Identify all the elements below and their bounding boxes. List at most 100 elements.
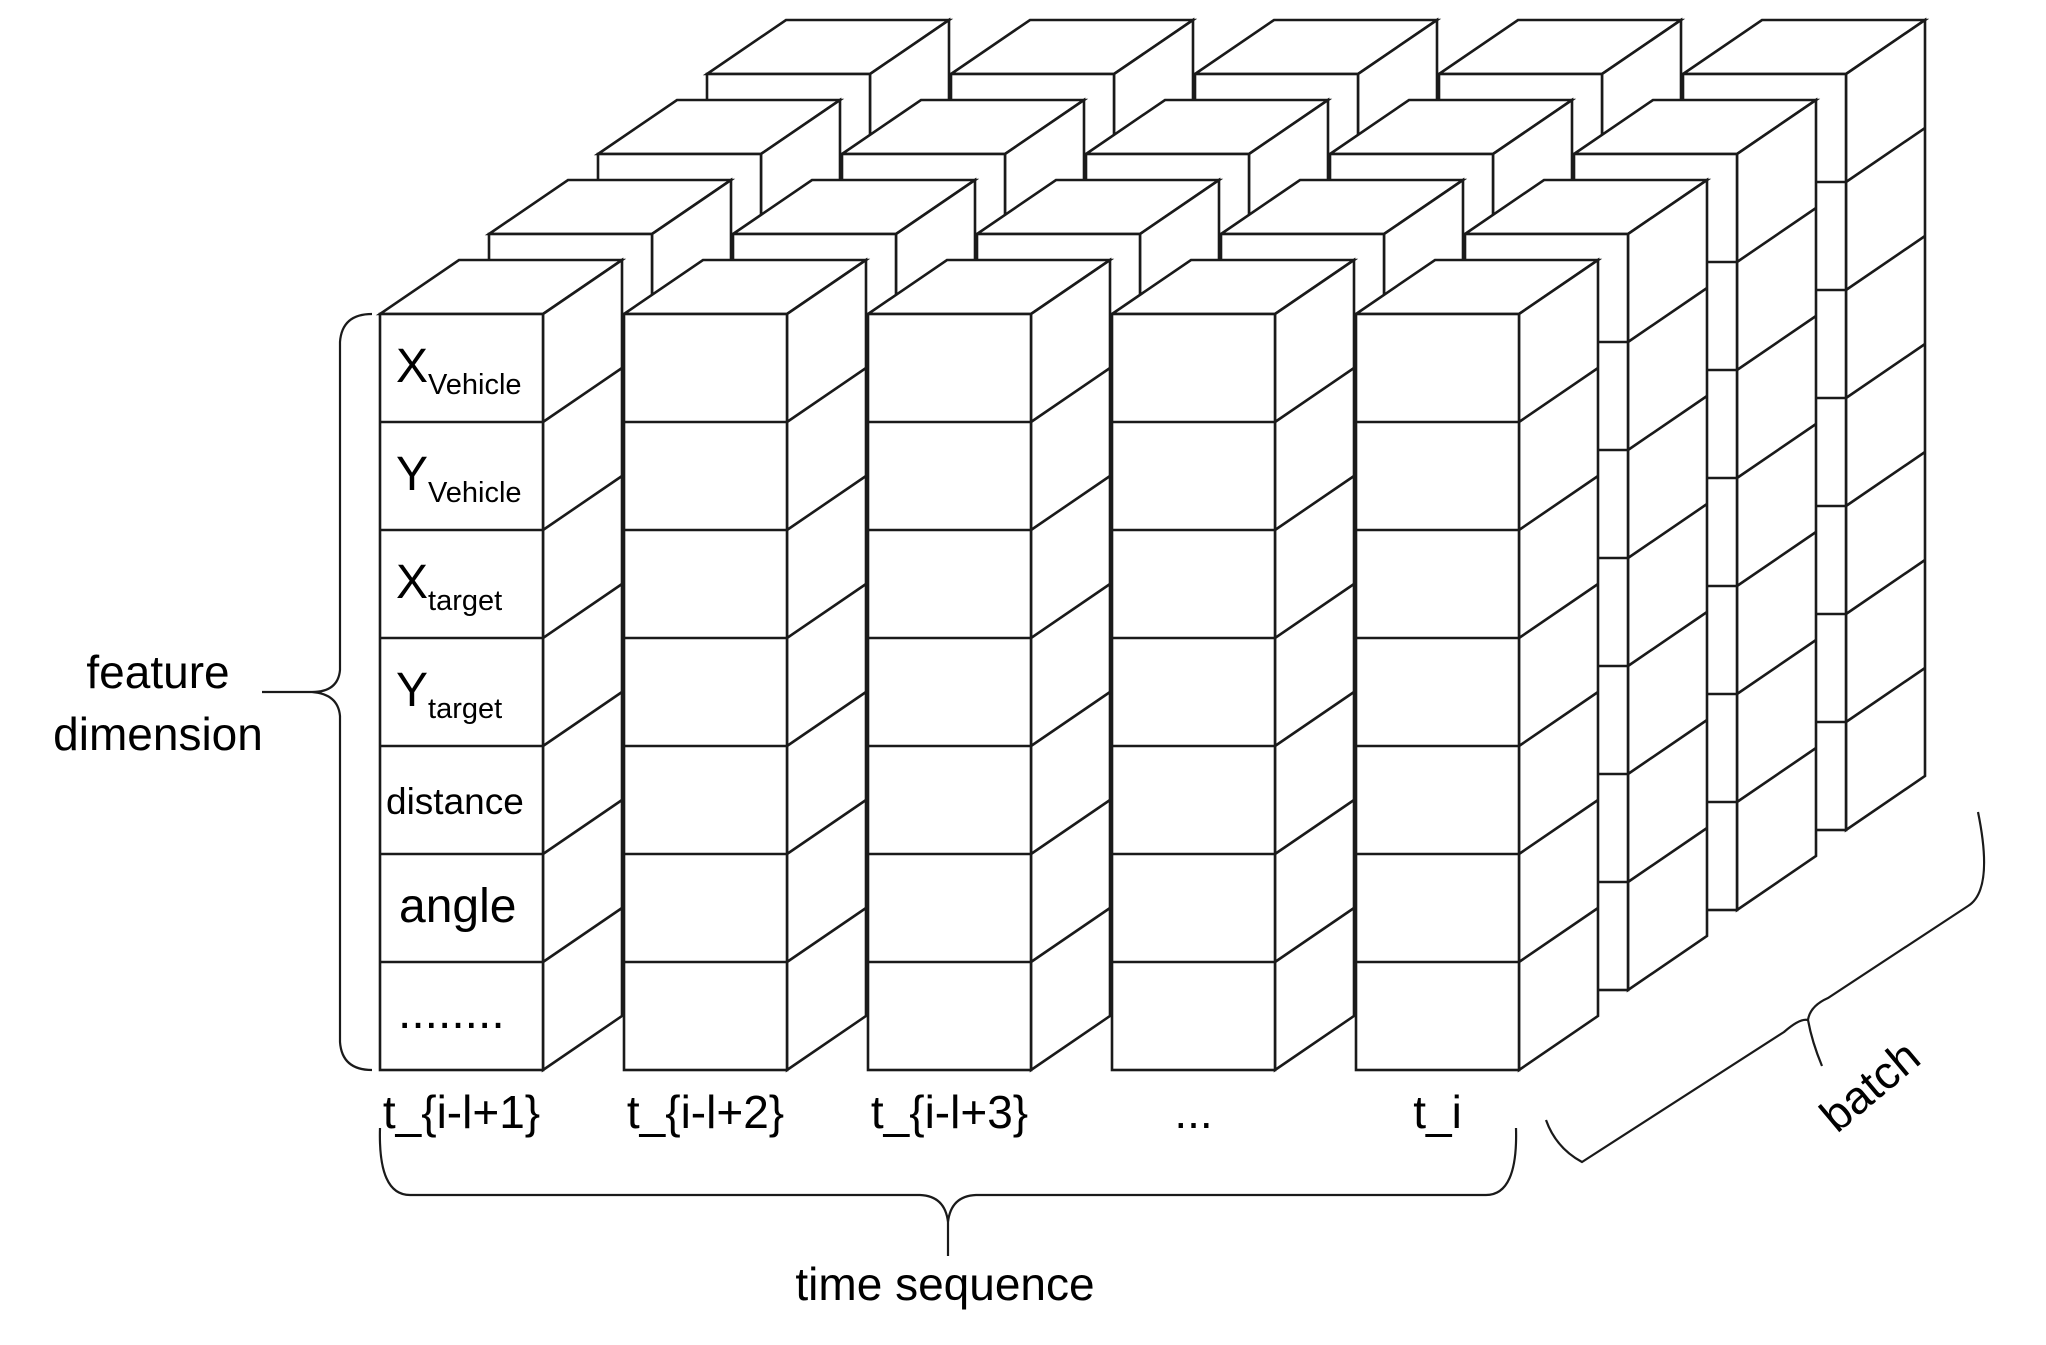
- feature-label: Ytarget: [396, 664, 502, 725]
- column-front-face: [378, 312, 545, 1072]
- column-side-face: [1273, 257, 1356, 1073]
- feature-label: Xtarget: [396, 556, 502, 617]
- side-cell-divider: [1736, 206, 1817, 264]
- feature-label-subscript: target: [428, 585, 502, 617]
- feature-label-base: distance: [386, 781, 524, 822]
- column-side-face: [1735, 97, 1818, 913]
- time-axis-label: time sequence: [795, 1258, 1094, 1310]
- side-cell-divider: [1030, 906, 1111, 964]
- side-cell-divider: [1030, 798, 1111, 856]
- column-side-face: [1844, 17, 1927, 833]
- column-side-face: [1029, 257, 1112, 1073]
- time-step-label: t_{i-l+3}: [871, 1086, 1028, 1138]
- column-front-face: [866, 312, 1033, 1072]
- side-cell-divider: [1845, 666, 1926, 724]
- side-cell-divider: [1627, 826, 1708, 884]
- axis-braces: [262, 312, 1986, 1256]
- side-cell-divider: [1274, 798, 1355, 856]
- side-cell-divider: [1627, 286, 1708, 344]
- time-step-label: t_{i-l+2}: [627, 1086, 784, 1138]
- side-cell-divider: [786, 690, 867, 748]
- feature-label: distance: [386, 781, 524, 822]
- side-cell-divider: [1845, 234, 1926, 292]
- column-front-face: [622, 312, 789, 1072]
- feature-label-base: Y: [396, 664, 428, 717]
- side-cell-divider: [542, 798, 623, 856]
- column-l0-t0: [375, 257, 627, 1073]
- side-cell-divider: [1030, 366, 1111, 424]
- feature-label-subscript: Vehicle: [428, 369, 522, 401]
- side-cell-divider: [786, 582, 867, 640]
- side-cell-divider: [786, 366, 867, 424]
- side-cell-divider: [1518, 690, 1599, 748]
- side-cell-divider: [1030, 690, 1111, 748]
- side-cell-divider: [1030, 582, 1111, 640]
- column-l0-t2: [863, 257, 1115, 1073]
- feature-brace: [262, 312, 373, 1072]
- column-l0-t4: [1351, 257, 1603, 1073]
- time-brace: [378, 1127, 1518, 1256]
- column-side-face: [1626, 177, 1709, 993]
- feature-label: ........: [398, 986, 505, 1039]
- side-cell-divider: [1627, 502, 1708, 560]
- feature-axis-label-line1: feature: [86, 646, 229, 698]
- side-cell-divider: [786, 906, 867, 964]
- side-cell-divider: [1518, 474, 1599, 532]
- side-cell-divider: [1736, 746, 1817, 804]
- time-step-label: ...: [1174, 1086, 1212, 1138]
- column-side-face: [1517, 257, 1600, 1073]
- side-cell-divider: [542, 474, 623, 532]
- tensor-columns: XVehicleYVehicleXtargetYtargetdistancean…: [375, 17, 1930, 1138]
- side-cell-divider: [1518, 798, 1599, 856]
- feature-label-subscript: target: [428, 693, 502, 725]
- batch-brace: [1544, 811, 1986, 1164]
- side-cell-divider: [1274, 582, 1355, 640]
- column-front-face: [1110, 312, 1277, 1072]
- side-cell-divider: [786, 474, 867, 532]
- feature-label-base: angle: [399, 880, 516, 933]
- side-cell-divider: [1736, 422, 1817, 480]
- side-cell-divider: [1845, 558, 1926, 616]
- side-cell-divider: [542, 366, 623, 424]
- feature-label-base: Y: [396, 448, 428, 501]
- column-l0-t3: [1107, 257, 1359, 1073]
- side-cell-divider: [1518, 906, 1599, 964]
- side-cell-divider: [1845, 342, 1926, 400]
- feature-labels: XVehicleYVehicleXtargetYtargetdistancean…: [386, 340, 524, 1039]
- time-step-label: t_i: [1413, 1086, 1462, 1138]
- side-cell-divider: [1627, 394, 1708, 452]
- side-cell-divider: [1845, 450, 1926, 508]
- feature-label: YVehicle: [396, 448, 522, 509]
- column-front-face: [1354, 312, 1521, 1072]
- side-cell-divider: [1627, 610, 1708, 668]
- side-cell-divider: [1274, 366, 1355, 424]
- side-cell-divider: [1274, 690, 1355, 748]
- feature-label-base: X: [396, 340, 428, 393]
- column-side-face: [785, 257, 868, 1073]
- batch-axis-label: batch: [1810, 1030, 1930, 1142]
- side-cell-divider: [1736, 530, 1817, 588]
- feature-label: XVehicle: [396, 340, 522, 401]
- side-cell-divider: [786, 798, 867, 856]
- side-cell-divider: [1627, 718, 1708, 776]
- side-cell-divider: [1274, 474, 1355, 532]
- feature-label-base: X: [396, 556, 428, 609]
- side-cell-divider: [1030, 474, 1111, 532]
- column-l0-t1: [619, 257, 871, 1073]
- time-step-labels: t_{i-l+1} t_{i-l+2} t_{i-l+3}... t_i: [383, 1086, 1462, 1138]
- column-side-face: [541, 257, 624, 1073]
- feature-label: angle: [399, 880, 516, 933]
- side-cell-divider: [542, 582, 623, 640]
- feature-axis-label-line2: dimension: [53, 708, 263, 760]
- feature-label-base: ........: [398, 986, 505, 1039]
- time-step-label: t_{i-l+1}: [383, 1086, 540, 1138]
- side-cell-divider: [1845, 126, 1926, 184]
- side-cell-divider: [542, 906, 623, 964]
- side-cell-divider: [1518, 366, 1599, 424]
- tensor-labels: feature dimension time sequence batch: [53, 646, 1929, 1310]
- feature-label-subscript: Vehicle: [428, 477, 522, 509]
- side-cell-divider: [1274, 906, 1355, 964]
- side-cell-divider: [542, 690, 623, 748]
